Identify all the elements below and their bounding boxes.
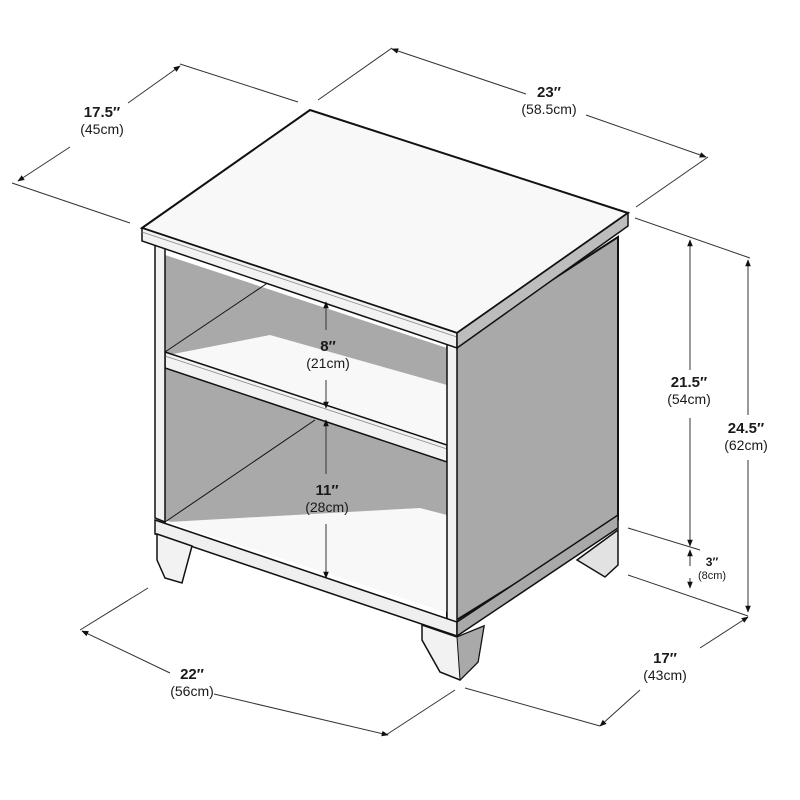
- total-height-cm: (62cm): [724, 437, 768, 454]
- left-side-edge: [154, 243, 166, 524]
- lower-opening-cm: (28cm): [305, 499, 349, 516]
- body-height-label: 21.5″ (54cm): [667, 374, 711, 407]
- width-top-cm: (58.5cm): [521, 101, 577, 118]
- width-base-label: 22″ (56cm): [170, 666, 214, 699]
- depth-top-inches: 17.5″: [83, 104, 121, 121]
- leg-height-label: 3″ (8cm): [697, 555, 727, 582]
- width-top-label: 23″ (58.5cm): [521, 84, 576, 117]
- width-base-inches: 22″: [180, 666, 204, 683]
- depth-base-cm: (43cm): [643, 667, 687, 684]
- tabletop-side-edge: [456, 211, 629, 350]
- leg-height-inches: 3″: [705, 555, 719, 569]
- depth-base-inches: 17″: [653, 650, 677, 667]
- depth-base-label: 17″ (43cm): [643, 650, 687, 683]
- lower-opening-inches: 11″: [315, 482, 339, 499]
- upper-opening-inches: 8″: [320, 338, 336, 355]
- leg-height-cm: (8cm): [697, 569, 727, 582]
- depth-top-label: 17.5″ (45cm): [80, 104, 124, 137]
- upper-opening-label: 8″ (21cm): [306, 338, 350, 371]
- leg-front-left: [156, 532, 193, 584]
- total-height-label: 24.5″ (62cm): [724, 420, 768, 453]
- shelf-top-surface: [168, 335, 447, 445]
- bottom-floor: [168, 508, 447, 612]
- width-base-cm: (56cm): [170, 683, 214, 700]
- right-side-edge: [446, 337, 458, 628]
- body-height-inches: 21.5″: [670, 374, 708, 391]
- body-height-cm: (54cm): [667, 391, 711, 408]
- leg-back-right: [575, 528, 619, 578]
- depth-top-cm: (45cm): [80, 121, 124, 138]
- width-top-inches: 23″: [537, 84, 561, 101]
- upper-opening-cm: (21cm): [306, 355, 350, 372]
- lower-opening-label: 11″ (28cm): [305, 482, 349, 515]
- total-height-inches: 24.5″: [727, 420, 765, 437]
